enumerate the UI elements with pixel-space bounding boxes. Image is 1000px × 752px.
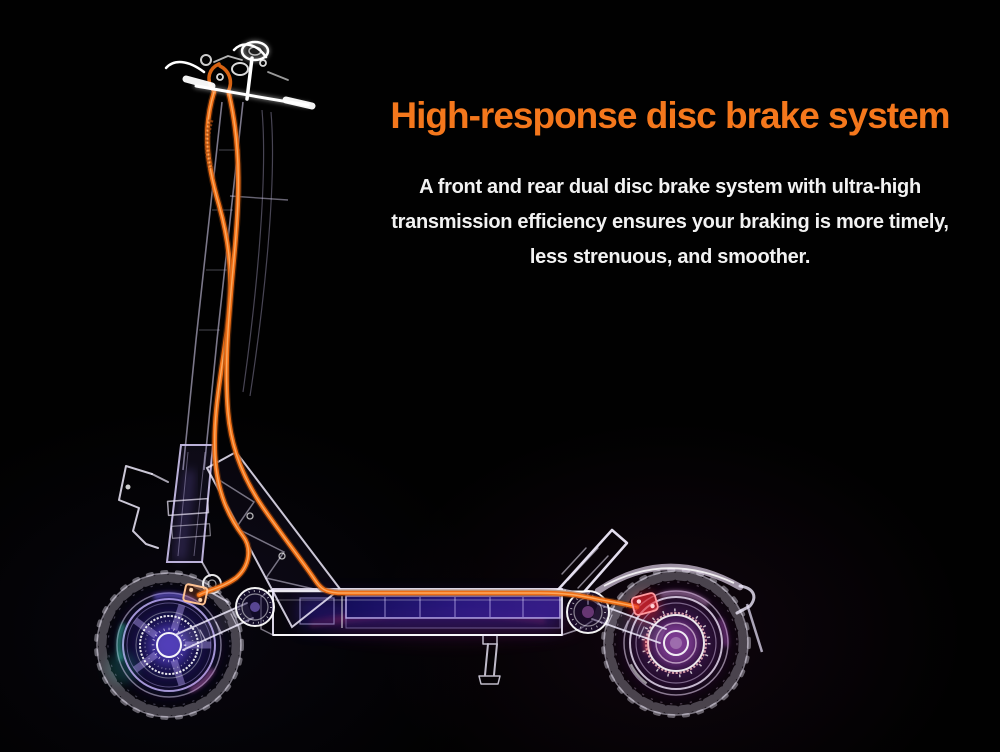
body-line-3: less strenuous, and smoother. bbox=[529, 246, 811, 268]
rear-hub-motor bbox=[629, 596, 723, 690]
bell bbox=[200, 54, 212, 66]
headline: High-response disc brake system bbox=[390, 95, 950, 136]
front-swingarm bbox=[174, 602, 254, 651]
left-grip bbox=[182, 75, 216, 90]
front-wheel bbox=[94, 570, 244, 720]
copy-block: High-response disc brake system A front … bbox=[340, 94, 1000, 275]
front-disc-rotor bbox=[135, 611, 203, 679]
front-pivot-disc bbox=[235, 587, 275, 627]
right-grip bbox=[282, 96, 316, 110]
rear-disc-rotor bbox=[645, 612, 707, 674]
front-brake-cable bbox=[195, 88, 252, 599]
brake-lever-right bbox=[232, 43, 268, 59]
kickstand bbox=[478, 634, 501, 685]
neck-truss bbox=[205, 450, 342, 629]
front-disc-brake-caliper bbox=[182, 583, 209, 606]
rear-fender bbox=[594, 563, 764, 653]
battery-pack bbox=[345, 595, 561, 619]
throttle-display-pod bbox=[240, 40, 270, 62]
body-line-1: A front and rear dual disc brake system … bbox=[419, 176, 921, 198]
body-text: A front and rear dual disc brake system … bbox=[340, 170, 1000, 275]
rear-wheel bbox=[601, 568, 751, 718]
handlebar bbox=[164, 40, 316, 110]
brake-lever-left bbox=[164, 60, 206, 74]
body-line-2: transmission efficiency ensures your bra… bbox=[391, 211, 949, 233]
stem-riser bbox=[245, 56, 254, 101]
rear-disc-brake-caliper bbox=[630, 592, 659, 616]
front-light-bracket bbox=[118, 465, 169, 549]
rear-brake-cable bbox=[223, 90, 641, 611]
